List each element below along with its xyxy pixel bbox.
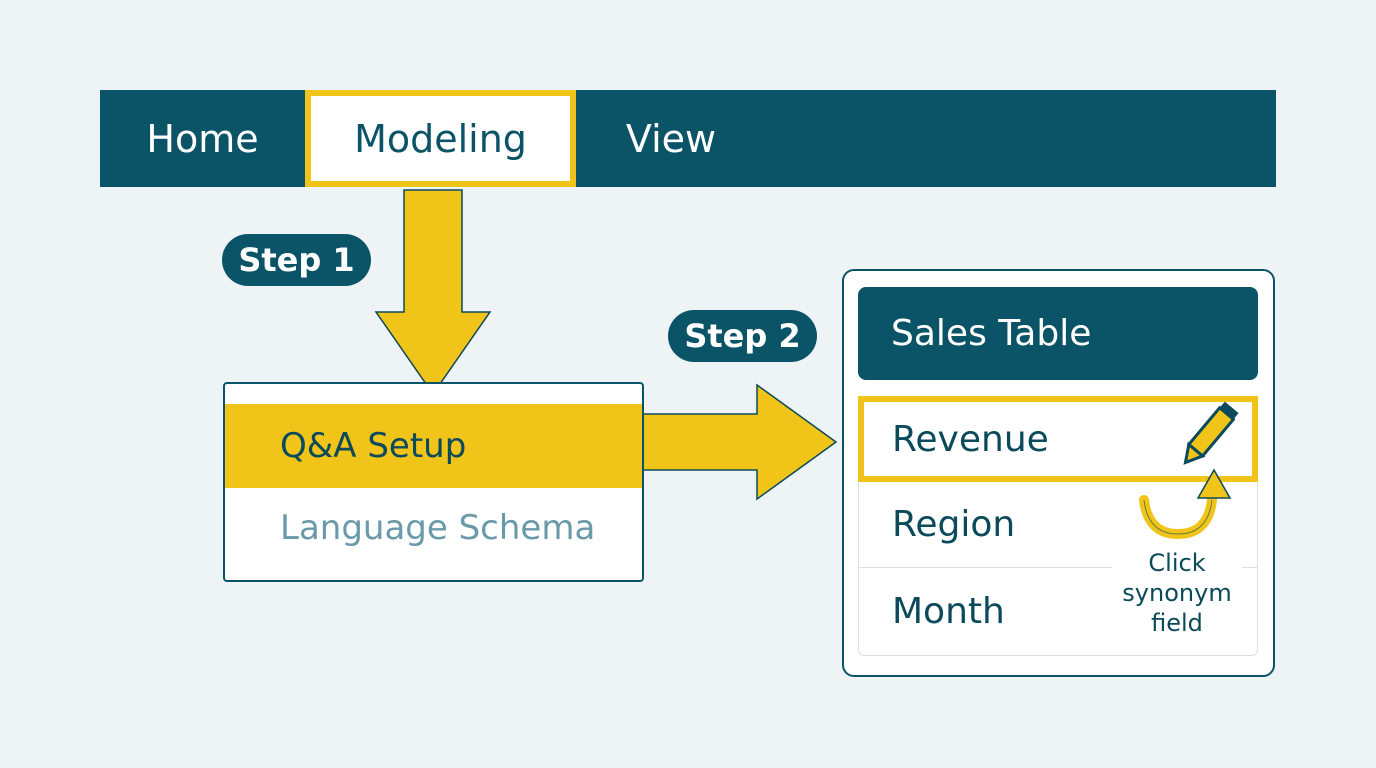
- down-arrow: [374, 189, 492, 396]
- modeling-dropdown: Q&A Setup Language Schema: [223, 382, 644, 582]
- ribbon-bar: [100, 90, 1276, 187]
- tab-view[interactable]: View: [625, 116, 717, 161]
- tab-home[interactable]: Home: [146, 116, 259, 161]
- right-arrow: [641, 383, 838, 501]
- tab-modeling[interactable]: Modeling: [305, 90, 576, 187]
- hint-line-2: synonym: [1122, 579, 1232, 607]
- hint-line-3: field: [1151, 609, 1203, 637]
- menu-item-qa-setup[interactable]: Q&A Setup: [225, 404, 642, 488]
- hint-line-1: Click: [1148, 549, 1206, 577]
- menu-item-language-schema[interactable]: Language Schema: [280, 508, 596, 548]
- step-1-badge: Step 1: [222, 234, 371, 286]
- field-region[interactable]: Region: [858, 482, 1258, 568]
- field-revenue[interactable]: Revenue: [858, 396, 1258, 482]
- hint-text: Click synonym field: [1112, 548, 1242, 638]
- panel-title: Sales Table: [858, 287, 1258, 380]
- step-2-badge: Step 2: [668, 310, 817, 362]
- field-month[interactable]: Month: [892, 590, 1005, 632]
